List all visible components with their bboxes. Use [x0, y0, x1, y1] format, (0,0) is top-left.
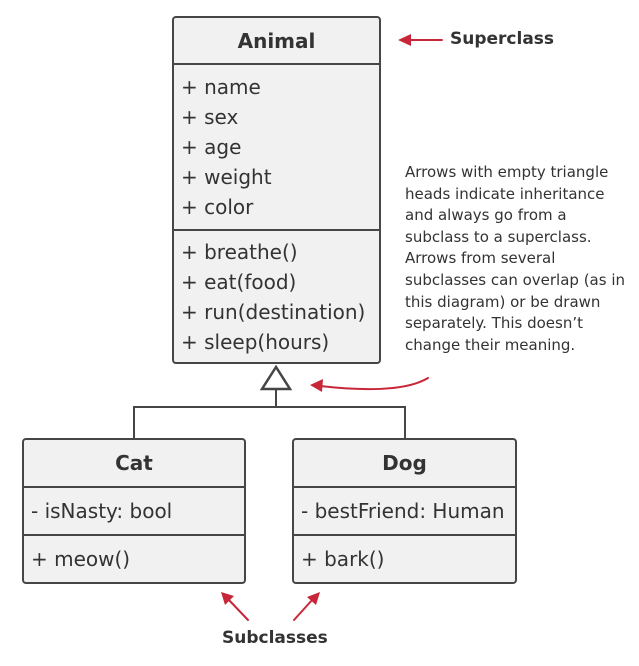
class-cat[interactable]: Cat - isNasty: bool + meow() — [22, 438, 246, 584]
note-line: Arrows with empty triangle — [405, 163, 609, 181]
method: + run(destination) — [181, 300, 366, 324]
fields-section: + name + sex + age + weight + color — [174, 65, 379, 231]
field: + weight — [181, 165, 272, 189]
class-animal[interactable]: Animal + name + sex + age + weight + col… — [172, 16, 381, 364]
note-line: subclasses can overlap (as in — [405, 270, 626, 289]
field: + age — [181, 135, 242, 159]
inheritance-connector — [133, 390, 406, 438]
field: + name — [181, 75, 261, 99]
class-dog[interactable]: Dog - bestFriend: Human + bark() — [292, 438, 517, 584]
note-line: this diagram) or be drawn — [405, 292, 601, 311]
class-name: Animal — [174, 18, 379, 65]
cat-subclass-arrow — [227, 598, 249, 621]
methods-section: + bark() — [294, 536, 515, 582]
method: + meow() — [31, 547, 131, 571]
note-line: and always go from a — [405, 206, 567, 225]
field: + color — [181, 195, 254, 219]
inheritance-note: Arrows with empty triangle heads indicat… — [405, 162, 635, 356]
dog-subclass-arrow-head — [307, 592, 320, 605]
fields-section: - isNasty: bool — [24, 488, 244, 536]
note-line: heads indicate inheritance — [405, 184, 605, 203]
note-line: Arrows from several — [405, 249, 556, 268]
dog-subclass-arrow — [293, 598, 314, 621]
method: + sleep(hours) — [181, 330, 330, 354]
method: + breathe() — [181, 240, 298, 264]
note-line: subclass to a superclass. — [405, 227, 592, 246]
note-line: separately. This doesn’t — [405, 314, 583, 333]
superclass-label: Superclass — [450, 29, 555, 49]
method: + bark() — [301, 547, 385, 571]
field: - bestFriend: Human — [301, 499, 505, 523]
inheritance-triangle-head — [259, 364, 293, 391]
methods-section: + breathe() + eat(food) + run(destinatio… — [174, 231, 379, 357]
method: + eat(food) — [181, 270, 297, 294]
class-name: Dog — [294, 440, 515, 488]
subclasses-label: Subclasses — [222, 628, 328, 648]
note-line: change their meaning. — [405, 335, 576, 354]
cat-subclass-arrow-head — [221, 592, 234, 605]
note-arrow — [319, 377, 429, 391]
field: + sex — [181, 105, 239, 129]
superclass-arrow-head — [398, 34, 411, 46]
note-arrow-head — [310, 379, 323, 392]
field: - isNasty: bool — [31, 499, 173, 523]
methods-section: + meow() — [24, 536, 244, 582]
class-name: Cat — [24, 440, 244, 488]
fields-section: - bestFriend: Human — [294, 488, 515, 536]
